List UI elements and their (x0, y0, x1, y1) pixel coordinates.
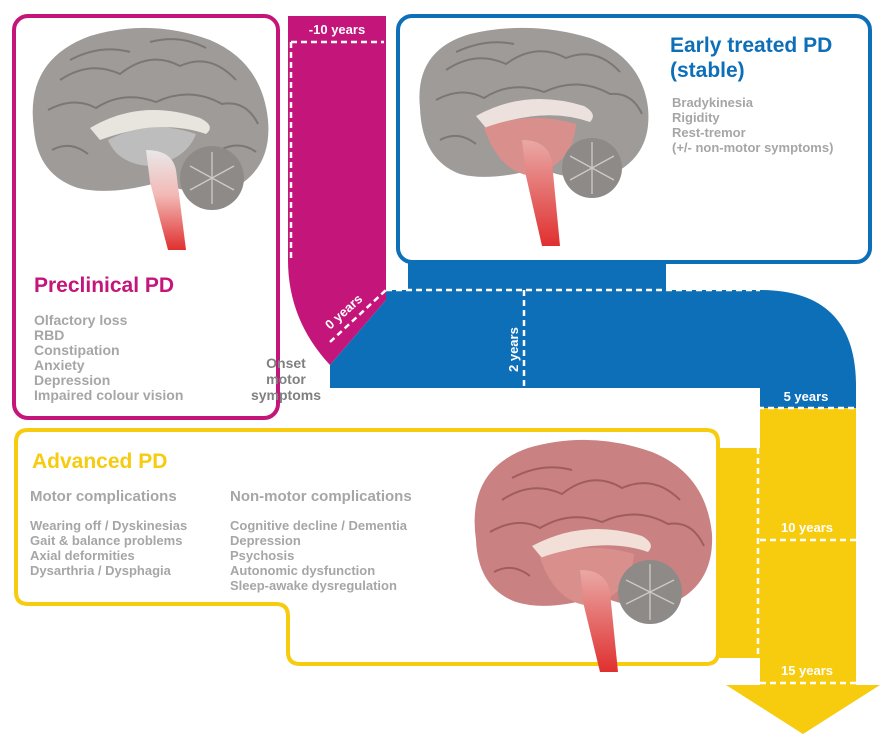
nonmotor-complication: Psychosis (230, 548, 294, 563)
nonmotor-heading: Non-motor complications (230, 488, 412, 505)
label-10-years: 10 years (781, 520, 833, 535)
preclinical-symptom: Depression (34, 372, 110, 388)
motor-heading: Motor complications (30, 488, 177, 505)
motor-complication: Wearing off / Dyskinesias (30, 518, 187, 533)
advanced-title: Advanced PD (32, 450, 167, 473)
early-title-line2: (stable) (670, 59, 745, 82)
motor-complication: Axial deformities (30, 548, 135, 563)
label-minus10-years: -10 years (309, 22, 365, 37)
down-arrow-icon (726, 685, 880, 734)
preclinical-symptom: RBD (34, 327, 64, 343)
advanced-band-connector (718, 448, 762, 658)
early-symptom: Bradykinesia (672, 95, 754, 110)
early-symptom: Rigidity (672, 110, 720, 125)
onset-label-line: symptoms (251, 387, 321, 403)
early-symptom: (+/- non-motor symptoms) (672, 140, 833, 155)
advanced-band (760, 408, 856, 685)
label-15-years: 15 years (781, 663, 833, 678)
label-2-years: 2 years (506, 327, 521, 372)
preclinical-symptom: Anxiety (34, 357, 85, 373)
preclinical-symptom: Impaired colour vision (34, 387, 183, 403)
early-band (330, 262, 856, 408)
early-title-line1: Early treated PD (670, 34, 832, 57)
preclinical-title: Preclinical PD (34, 274, 174, 297)
motor-complication: Gait & balance problems (30, 533, 182, 548)
early-symptom: Rest-tremor (672, 125, 746, 140)
nonmotor-complication: Cognitive decline / Dementia (230, 518, 408, 533)
motor-complication: Dysarthria / Dysphagia (30, 563, 172, 578)
nonmotor-complication: Autonomic dysfunction (230, 563, 375, 578)
nonmotor-complication: Sleep-awake dysregulation (230, 578, 397, 593)
label-5-years: 5 years (784, 389, 829, 404)
nonmotor-complication: Depression (230, 533, 301, 548)
onset-label-line: motor (266, 371, 306, 387)
preclinical-symptom: Olfactory loss (34, 312, 128, 328)
onset-label-line: Onset (266, 355, 306, 371)
preclinical-symptom: Constipation (34, 342, 120, 358)
